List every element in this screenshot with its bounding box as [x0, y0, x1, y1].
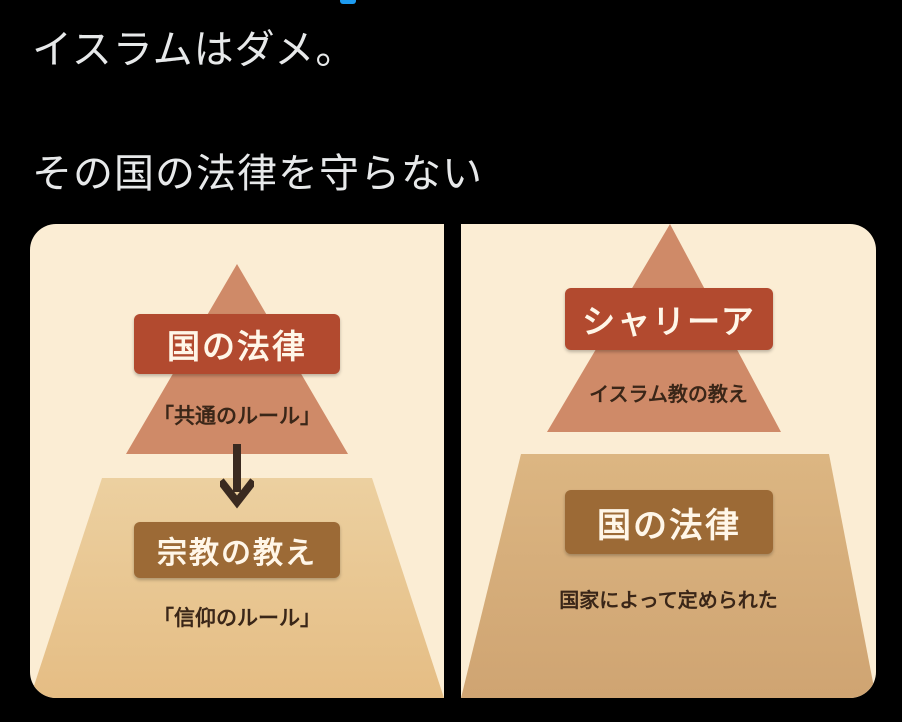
right-bottom-caption: 国家によって定められた — [559, 588, 778, 612]
post-text-line-2: その国の法律を守らない — [32, 151, 483, 197]
right-bottom-label: 国の法律 — [565, 490, 773, 554]
left-bottom-trapezoid — [30, 478, 444, 698]
left-top-label: 国の法律 — [134, 314, 340, 374]
left-top-caption: 「共通のルール」 — [153, 404, 321, 428]
right-top-caption: イスラム教の教え — [589, 382, 748, 406]
post-text-line-1: イスラムはダメ。 — [32, 27, 357, 73]
left-bottom-label: 宗教の教え — [134, 522, 340, 578]
right-top-label: シャリーア — [565, 288, 773, 350]
image-left-pyramid[interactable]: 国の法律 「共通のルール」 宗教の教え 「信仰のルール」 — [30, 224, 444, 698]
arrow-down-icon — [220, 444, 254, 509]
left-bottom-caption: 「信仰のルール」 — [153, 606, 321, 630]
image-right-pyramid[interactable]: シャリーア イスラム教の教え 国の法律 国家によって定められた — [461, 224, 876, 698]
link-underline — [340, 0, 356, 4]
